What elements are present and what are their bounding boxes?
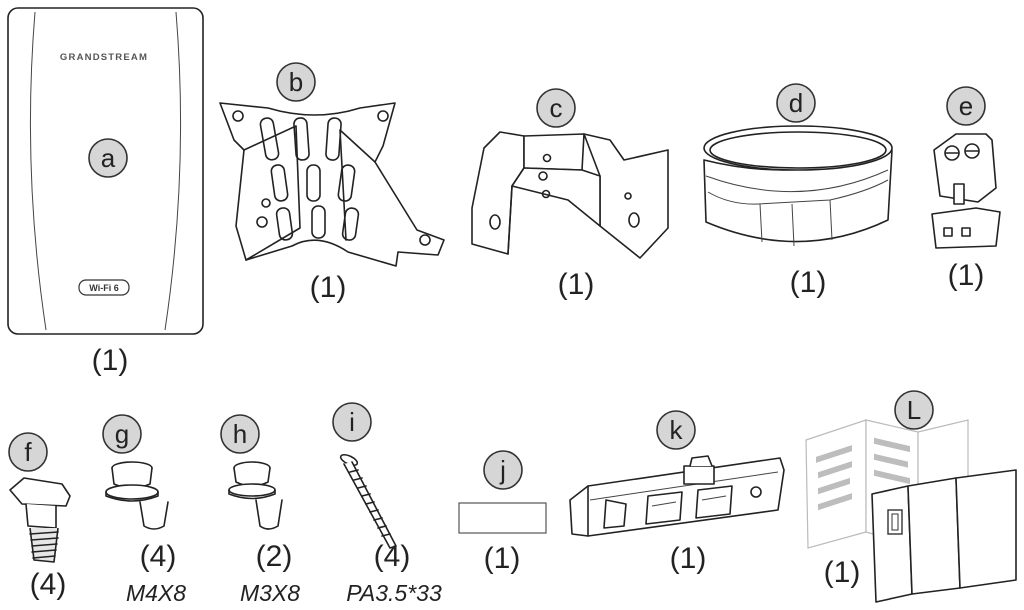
badge-j: j: [483, 450, 523, 490]
badge-j-letter: j: [499, 455, 506, 485]
qty-j: (1): [484, 542, 521, 575]
spec-h: M3X8: [240, 580, 300, 606]
badge-h-letter: h: [233, 419, 247, 449]
badge-i: i: [332, 402, 372, 442]
brand-text: GRANDSTREAM: [60, 52, 148, 63]
self-tapping-screw-icon: [339, 453, 397, 549]
mounting-plate-icon: [569, 455, 785, 537]
badge-f-letter: f: [24, 437, 32, 467]
wifi6-logo-text: Wi-Fi 6: [89, 283, 118, 293]
qty-b: (1): [310, 271, 347, 304]
qty-e: (1): [948, 259, 985, 292]
qty-c: (1): [558, 268, 595, 301]
u-bracket-icon: [471, 131, 669, 259]
terminal-block-icon: [931, 133, 1001, 249]
badge-L-letter: L: [907, 395, 921, 425]
badge-e: e: [946, 86, 986, 126]
qty-L: (1): [824, 556, 861, 589]
qty-d: (1): [790, 266, 827, 299]
spec-g: M4X8: [126, 580, 186, 606]
badge-b-letter: b: [289, 67, 303, 97]
badge-d: d: [776, 83, 816, 123]
screw-m4-icon: [105, 461, 169, 530]
qty-i: (4): [374, 540, 411, 573]
badge-k: k: [656, 410, 696, 450]
badge-L: L: [894, 390, 934, 430]
screw-m3-icon: [228, 461, 283, 530]
badge-a: a: [88, 138, 128, 178]
badge-d-letter: d: [789, 88, 803, 118]
band-strap-icon: [703, 125, 893, 247]
badge-i-letter: i: [349, 407, 355, 437]
badge-c-letter: c: [550, 93, 563, 123]
badge-h: h: [220, 414, 260, 454]
badge-e-letter: e: [959, 91, 973, 121]
spec-i: PA3.5*33: [346, 580, 442, 606]
badge-g-letter: g: [115, 419, 129, 449]
badge-b: b: [276, 62, 316, 102]
qty-g: (4): [140, 540, 177, 573]
qty-a: (1): [92, 344, 129, 377]
qty-h: (2): [256, 540, 293, 573]
badge-a-letter: a: [101, 143, 116, 173]
quick-installation-guide-icon: [805, 419, 1017, 603]
wall-anchor-icon: [9, 477, 71, 563]
badge-f: f: [8, 432, 48, 472]
label-sticker-icon: [458, 502, 547, 534]
pole-mounting-bracket-icon: [219, 102, 445, 267]
qty-k: (1): [670, 542, 707, 575]
badge-k-letter: k: [670, 415, 684, 445]
badge-c: c: [536, 88, 576, 128]
qty-f: (4): [30, 568, 67, 601]
badge-g: g: [102, 414, 142, 454]
